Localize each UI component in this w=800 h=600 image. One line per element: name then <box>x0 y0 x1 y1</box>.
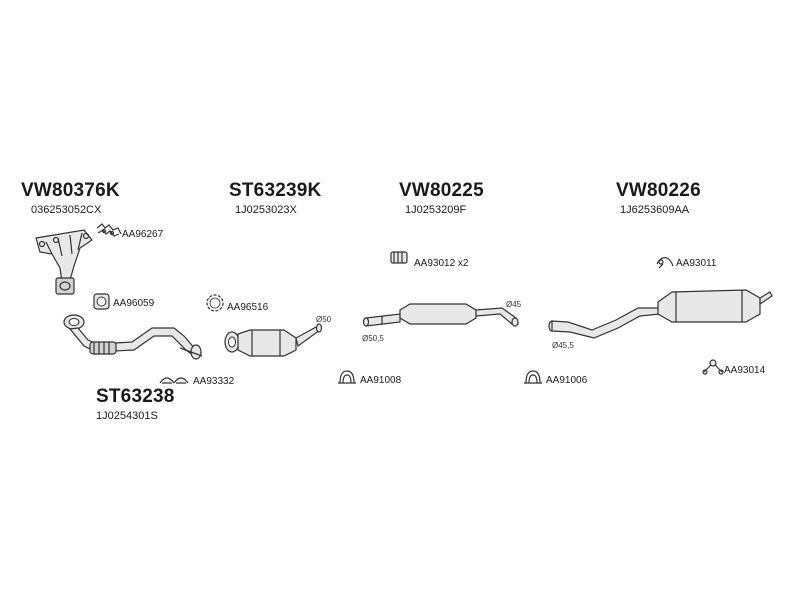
label-gasket-ring: AA96516 <box>227 302 269 313</box>
mid-hanger-icon <box>390 251 408 264</box>
front-pipe-icon <box>63 314 203 360</box>
dim-cat-outlet: Ø50 <box>316 315 332 324</box>
part-code-front-pipe: ST63238 <box>96 386 175 407</box>
oem-number-middle-silencer: 1J0253209F <box>405 204 467 216</box>
exhaust-manifold-icon <box>35 229 93 295</box>
part-code-rear-silencer: VW80226 <box>616 180 701 201</box>
mid-clamp-icon <box>338 370 356 384</box>
rear-hanger-bottom-icon <box>702 359 724 375</box>
part-code-manifold: VW80376K <box>21 180 120 201</box>
label-clamp-mid: AA91008 <box>360 375 402 386</box>
ring-gasket-icon <box>206 294 224 312</box>
label-clamp-rear: AA91006 <box>546 375 588 386</box>
rear-silencer-icon <box>548 289 773 339</box>
oem-number-rear-silencer: 1J6253609AA <box>620 204 690 216</box>
label-hanger-rear-top: AA93011 <box>676 258 717 269</box>
part-code-middle-silencer: VW80225 <box>399 180 484 201</box>
manifold-gasket-icon <box>96 223 122 237</box>
oem-number-catalyst: 1J0253023X <box>235 204 297 216</box>
label-hanger-rear-bottom: AA93014 <box>724 365 766 376</box>
dim-mid-outlet: Ø45 <box>506 300 522 309</box>
middle-silencer-icon <box>362 303 519 327</box>
rear-clamp-icon <box>524 370 542 384</box>
oem-number-manifold: 036253052CX <box>31 204 102 216</box>
front-clamp-icon <box>159 377 189 384</box>
label-hanger-mid: AA93012 x2 <box>414 258 469 269</box>
rear-hanger-top-icon <box>656 257 674 269</box>
dim-rear-inlet: Ø45,5 <box>552 341 574 350</box>
part-code-catalyst: ST63239K <box>229 180 322 201</box>
label-gasket-manifold: AA96267 <box>122 229 164 240</box>
label-gasket-square: AA96059 <box>113 298 155 309</box>
oem-number-front-pipe: 1J0254301S <box>96 410 158 422</box>
square-gasket-icon <box>93 293 110 310</box>
dim-mid-inlet: Ø50,5 <box>362 334 384 343</box>
label-clamp-front: AA93332 <box>193 376 235 387</box>
catalytic-converter-icon <box>224 323 323 357</box>
